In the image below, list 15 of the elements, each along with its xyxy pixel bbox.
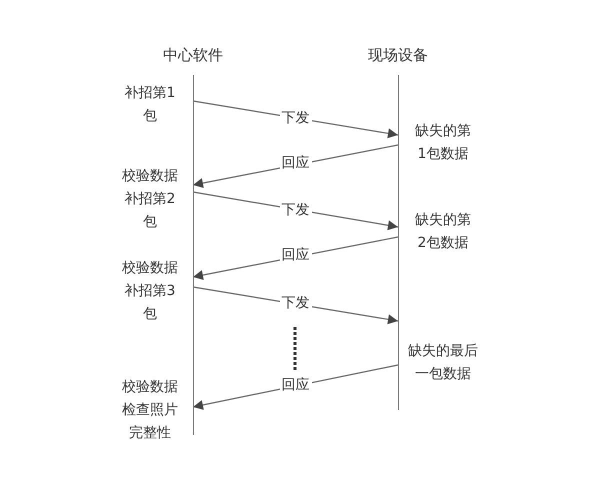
step-note: 校验数据检查照片完整性: [120, 378, 179, 443]
edge-label: 回应: [280, 377, 312, 393]
step-note: 缺失的第2包数据: [414, 211, 472, 253]
step-note: 缺失的第1包数据: [414, 122, 472, 164]
edge-label: 回应: [280, 247, 312, 263]
edge-label: 下发: [280, 202, 312, 218]
step-note: 校验数据补招第3包: [120, 259, 179, 324]
edge-label: 回应: [280, 155, 312, 171]
edge-label: 下发: [280, 110, 312, 126]
edge-label: 下发: [280, 295, 312, 311]
step-note: 缺失的最后一包数据: [407, 342, 479, 384]
lifeline-header: 中心软件: [162, 45, 224, 65]
step-note: 校验数据补招第2包: [120, 167, 179, 232]
step-note: 补招第1包: [124, 84, 176, 126]
lifeline-header: 现场设备: [367, 45, 429, 65]
